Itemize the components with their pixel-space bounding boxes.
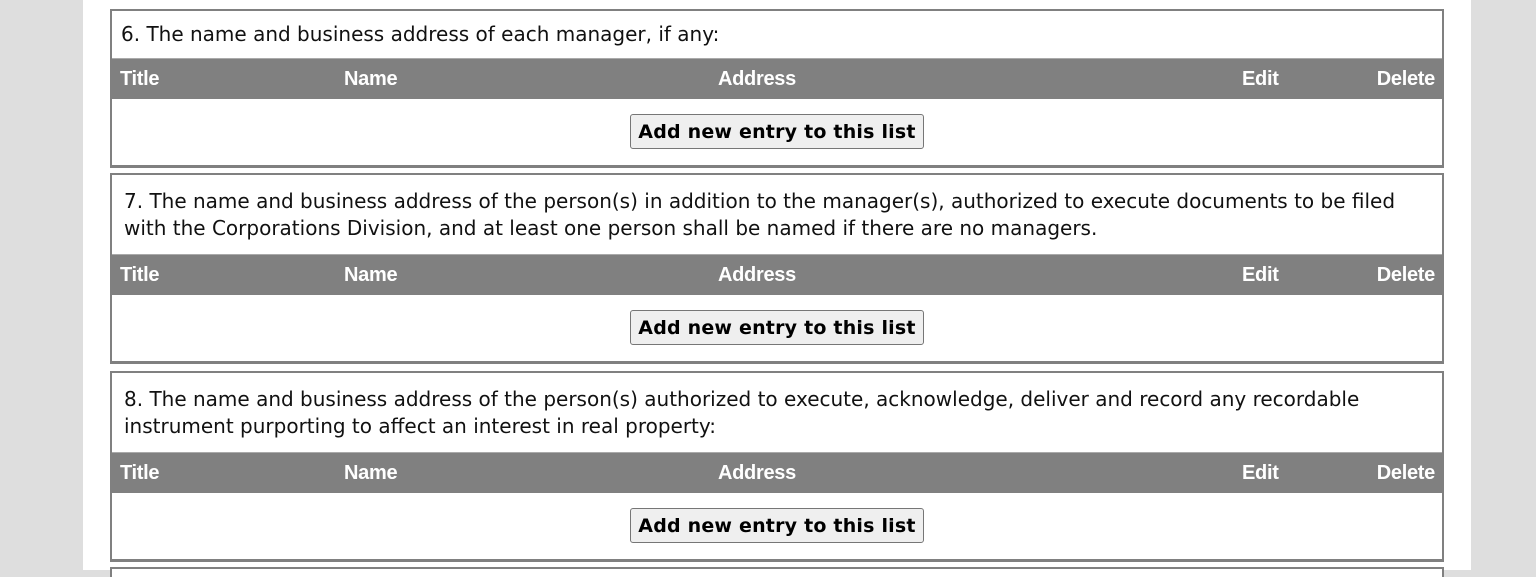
column-header-edit: Edit [1242,264,1279,286]
column-header-delete: Delete [1376,264,1436,286]
table-body: Add new entry to this list [112,295,1442,361]
table-header: Title Name Address Edit Delete [112,453,1442,493]
column-header-delete: Delete [1376,68,1436,90]
column-header-edit: Edit [1242,462,1279,484]
add-manager-entry-button[interactable]: Add new entry to this list [630,114,924,149]
column-header-name: Name [344,462,398,484]
column-header-title: Title [120,264,160,286]
add-authorized-person-entry-button[interactable]: Add new entry to this list [630,310,924,345]
column-header-address: Address [718,264,796,286]
column-header-name: Name [344,264,398,286]
managers-section: 6. The name and business address of each… [110,9,1444,168]
table-header: Title Name Address Edit Delete [112,59,1442,99]
table-body: Add new entry to this list [112,99,1442,165]
authorized-persons-section: 7. The name and business address of the … [110,173,1444,364]
column-header-edit: Edit [1242,68,1279,90]
column-header-name: Name [344,68,398,90]
section-question: 6. The name and business address of each… [112,11,1442,59]
column-header-address: Address [718,68,796,90]
column-header-title: Title [120,462,160,484]
form-page: 6. The name and business address of each… [83,0,1471,577]
next-section-edge [110,567,1444,577]
add-real-property-signer-entry-button[interactable]: Add new entry to this list [630,508,924,543]
real-property-signers-section: 8. The name and business address of the … [110,371,1444,562]
section-question: 7. The name and business address of the … [112,175,1442,255]
table-body: Add new entry to this list [112,493,1442,559]
column-header-title: Title [120,68,160,90]
column-header-delete: Delete [1376,462,1436,484]
table-header: Title Name Address Edit Delete [112,255,1442,295]
column-header-address: Address [718,462,796,484]
section-question: 8. The name and business address of the … [112,373,1442,453]
